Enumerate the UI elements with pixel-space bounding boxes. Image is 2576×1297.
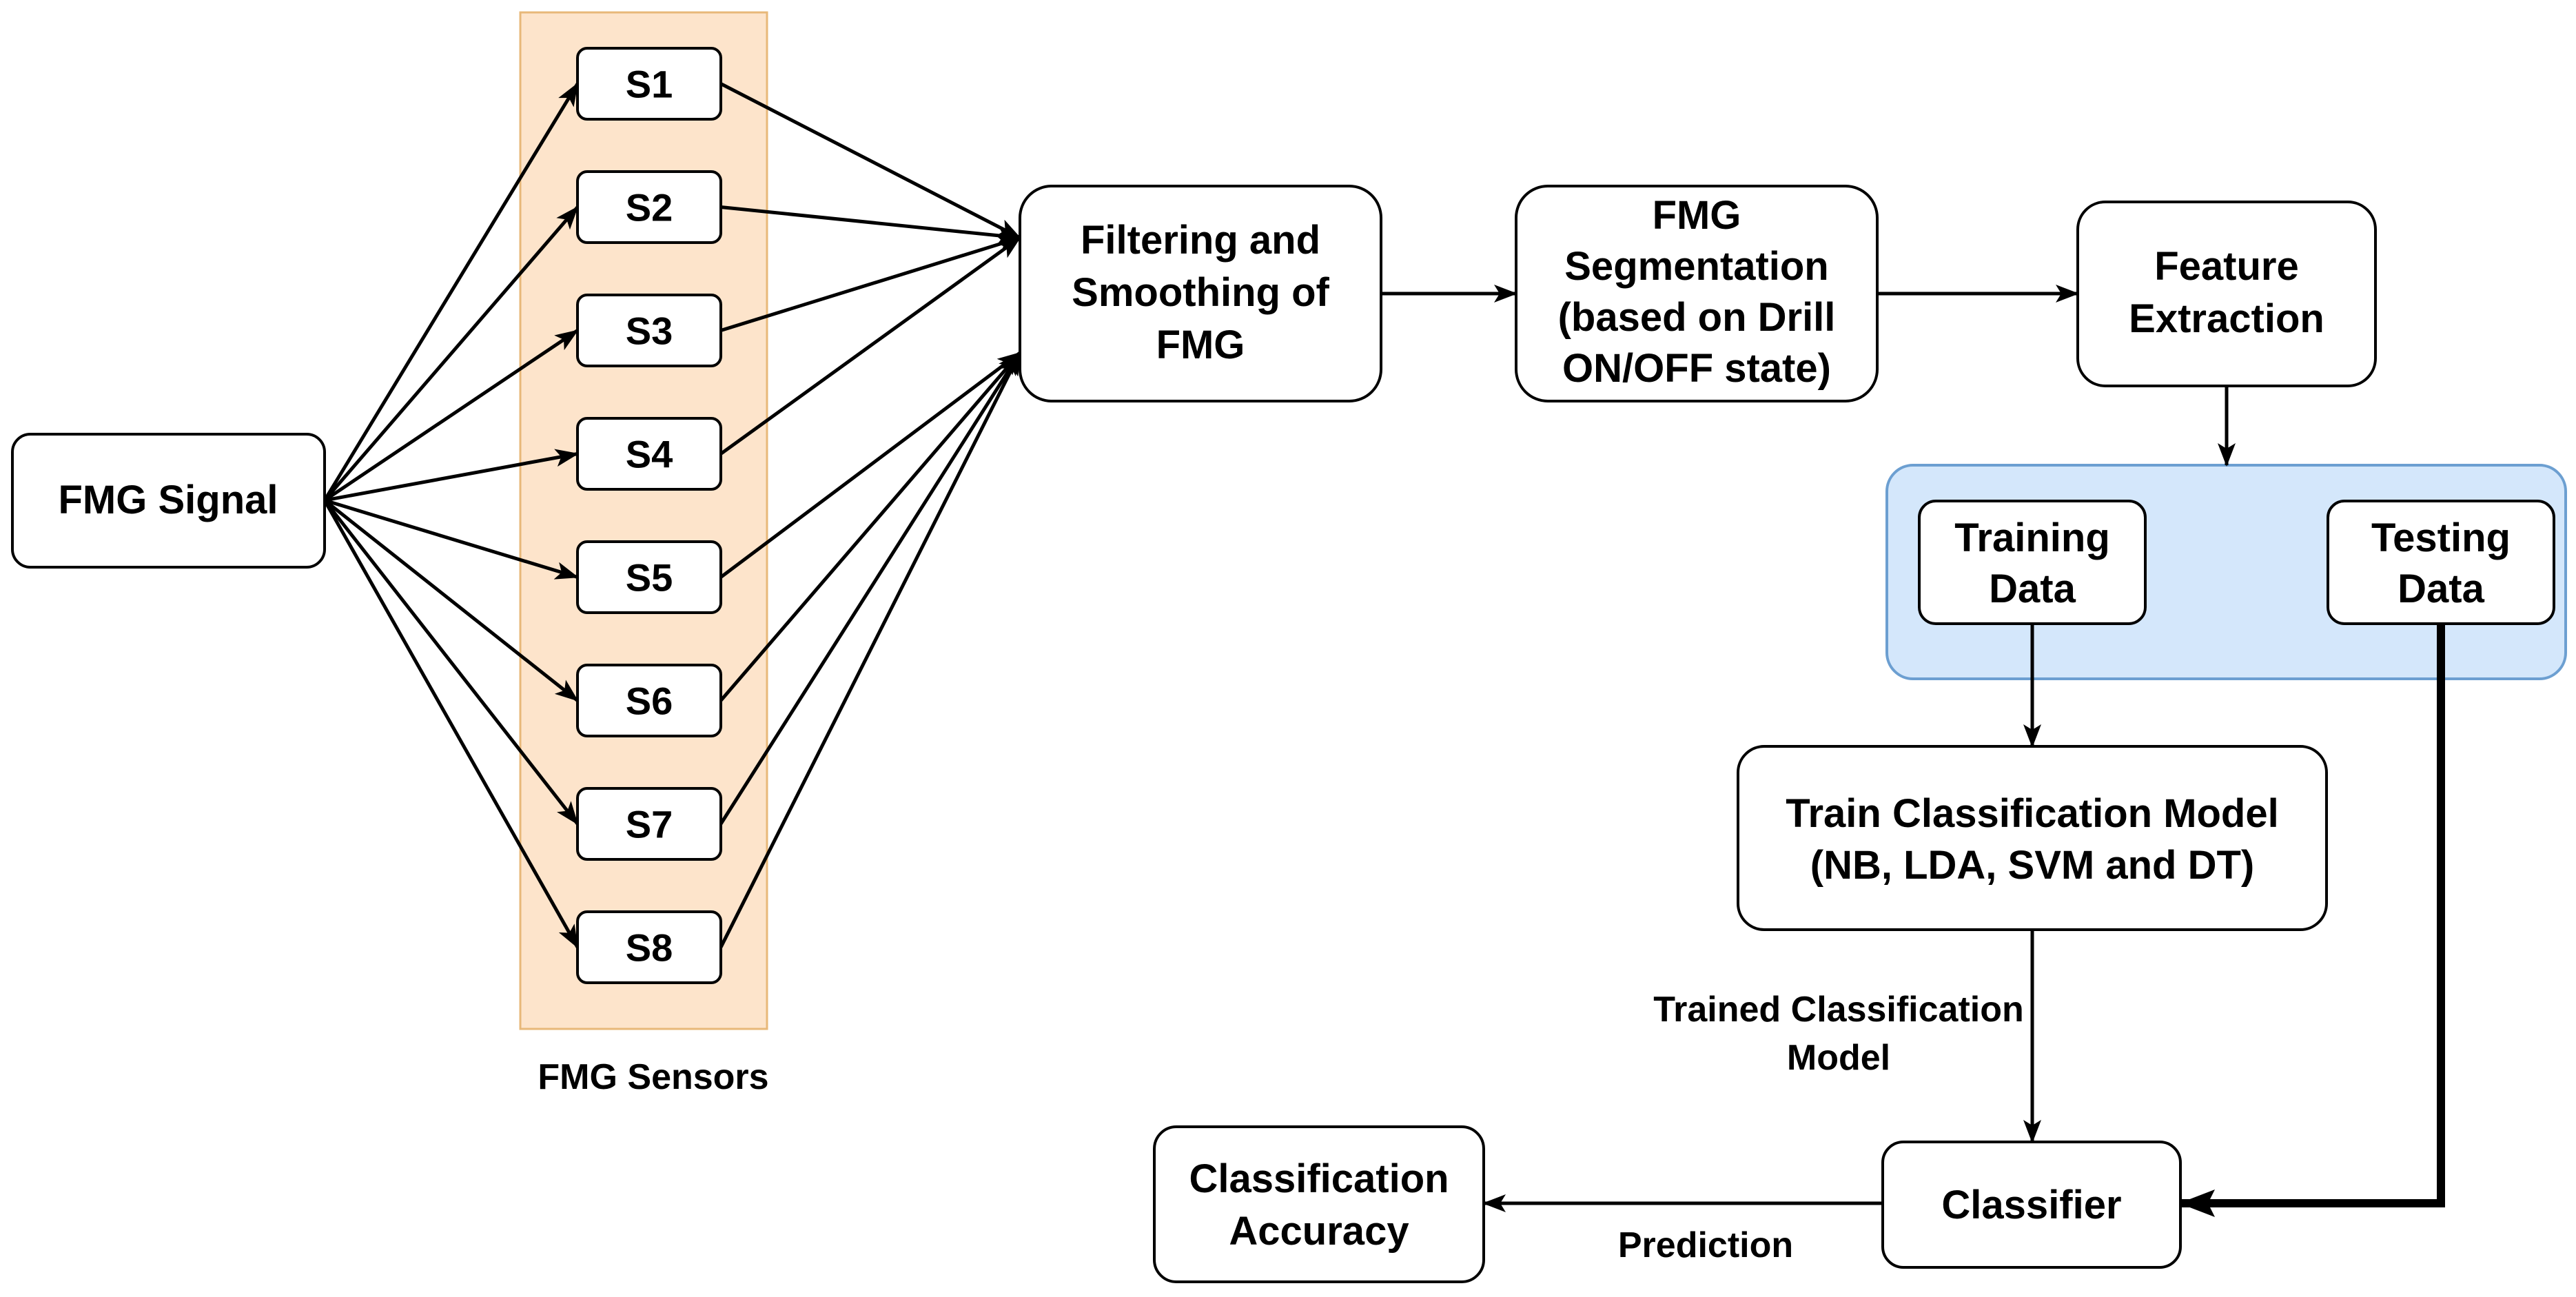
segmentation-node: FMG Segmentation (based on Drill ON/OFF … (1515, 185, 1879, 402)
sensor-label: S7 (626, 803, 673, 846)
sensor-node: S1 (576, 47, 722, 121)
train-model-node: Train Classification Model (NB, LDA, SVM… (1737, 745, 2328, 931)
sensor-node: S7 (576, 787, 722, 861)
filtering-node: Filtering and Smoothing of FMG (1019, 185, 1382, 402)
edge-sensor-to-filtering (719, 236, 1021, 456)
accuracy-node: Classification Accuracy (1153, 1125, 1485, 1283)
edge-sensor-to-filtering (719, 351, 1021, 579)
training-data-line-2: Data (1989, 566, 2076, 611)
sensor-node: S3 (576, 294, 722, 367)
edge-signal-to-sensor (323, 499, 579, 702)
testing-data-node: Testing Data (2327, 500, 2555, 625)
edge-sensor-to-filtering (719, 351, 1021, 702)
classifier-label: Classifier (1941, 1183, 2121, 1227)
trained-model-label-1: Trained Classification (1653, 990, 2024, 1030)
sensor-group-panel (519, 11, 768, 1030)
edge-sensor-to-filtering (719, 82, 1021, 240)
edge-signal-to-sensor (323, 499, 580, 949)
sensor-label: S1 (626, 63, 673, 106)
accuracy-line-2: Accuracy (1229, 1209, 1409, 1254)
edge-signal-to-sensor (323, 205, 579, 502)
edges (323, 82, 2445, 1217)
fmg-signal-label: FMG Signal (59, 478, 278, 522)
segmentation-line-2: Segmentation (1564, 244, 1829, 289)
trained-model-label-2: Model (1787, 1038, 1890, 1078)
sensor-node: S6 (576, 664, 722, 737)
filtering-line-1: Filtering and (1081, 218, 1320, 263)
feature-extraction-line-2: Extraction (2129, 296, 2324, 341)
accuracy-line-1: Classification (1189, 1156, 1449, 1201)
edge-sensor-to-filtering (720, 236, 1021, 332)
training-data-node: Training Data (1918, 500, 2147, 625)
fmg-signal-node: FMG Signal (11, 433, 326, 569)
edge-signal-to-sensor (324, 449, 579, 502)
edge-signal-to-sensor (323, 499, 579, 826)
training-data-line-1: Training (1954, 515, 2110, 560)
segmentation-line-3: (based on Drill (1558, 295, 1836, 340)
sensor-label: S4 (626, 433, 673, 476)
sensor-label: S5 (626, 556, 673, 600)
filtering-line-2: Smoothing of (1072, 270, 1329, 315)
edge-sensor-to-filtering (719, 351, 1022, 825)
edge-sensor-to-filtering (719, 351, 1022, 948)
sensor-label: S6 (626, 680, 673, 723)
sensor-label: S8 (626, 926, 673, 970)
sensors-caption: FMG Sensors (538, 1057, 768, 1097)
train-model-line-2: (NB, LDA, SVM and DT) (1810, 843, 2254, 888)
segmentation-line-1: FMG (1653, 193, 1741, 238)
classifier-node: Classifier (1881, 1141, 2182, 1269)
sensor-label: S3 (626, 309, 673, 353)
sensor-node: S2 (576, 170, 722, 244)
feature-extraction-node: Feature Extraction (2076, 201, 2377, 387)
sensor-node: S8 (576, 910, 722, 984)
filtering-line-3: FMG (1156, 323, 1245, 367)
edge-sensor-to-filtering (720, 205, 1021, 245)
sensor-label: S2 (626, 186, 673, 229)
segmentation-line-4: ON/OFF state) (1562, 346, 1831, 391)
testing-data-line-2: Data (2398, 566, 2484, 611)
testing-data-line-1: Testing (2371, 515, 2511, 560)
edge-testing-to-classifier (2179, 624, 2445, 1217)
feature-extraction-line-1: Feature (2154, 244, 2299, 289)
sensor-node: S4 (576, 417, 722, 491)
edge-signal-to-sensor (323, 82, 580, 502)
prediction-label: Prediction (1618, 1225, 1793, 1265)
train-model-line-1: Train Classification Model (1786, 791, 2278, 836)
sensor-node: S5 (576, 540, 722, 614)
edge-signal-to-sensor (324, 498, 579, 580)
edge-signal-to-sensor (323, 329, 579, 502)
